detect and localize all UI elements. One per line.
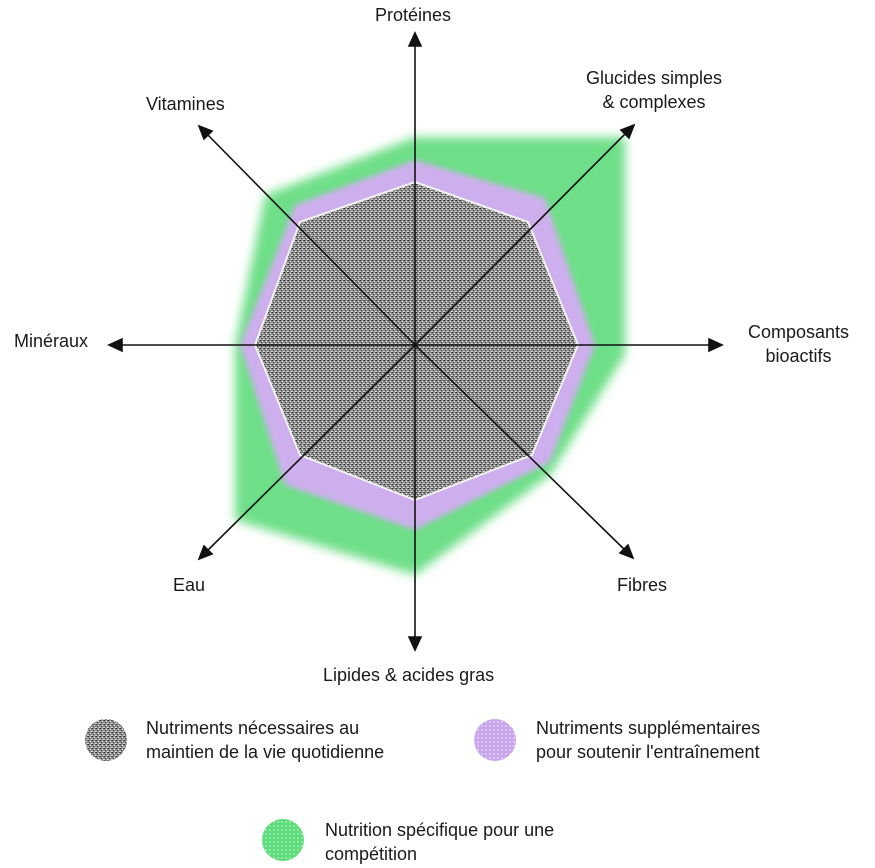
- axis-label-composants: Composants bioactifs: [748, 322, 850, 366]
- axis-label-eau: Eau: [173, 575, 206, 595]
- legend-swatch-competition: [262, 819, 304, 861]
- axis-line-glucides: [414, 129, 630, 346]
- axes-group: [107, 31, 724, 652]
- arrowhead-icon: [197, 124, 214, 141]
- legend-swatches: [85, 719, 516, 861]
- axis-label-mineraux: Minéraux: [14, 331, 89, 351]
- axis-label-fibres: Fibres: [617, 575, 668, 595]
- arrowhead-icon: [107, 337, 123, 353]
- arrowhead-icon: [618, 543, 635, 560]
- arrowhead-icon: [407, 636, 423, 652]
- arrowhead-icon: [407, 31, 423, 47]
- axis-label-glucides: Glucides simples & complexes: [586, 68, 723, 112]
- legend-swatch-daily: [85, 719, 127, 761]
- legend-swatch-training: [474, 719, 516, 761]
- axis-line-fibres: [414, 344, 629, 554]
- legend-label-training: Nutriments supplémentaires pour soutenir…: [536, 718, 761, 762]
- arrowhead-icon: [197, 544, 214, 561]
- arrowhead-icon: [708, 337, 724, 353]
- legend-label-daily: Nutriments nécessaires au maintien de la…: [146, 718, 385, 762]
- axis-line-eau: [203, 344, 416, 555]
- axis-label-proteines: Protéines: [375, 5, 452, 25]
- axis-label-vitamines: Vitamines: [146, 94, 225, 114]
- axis-label-lipides: Lipides & acides gras: [323, 665, 495, 685]
- legend-label-competition: Nutrition spécifique pour une compétitio…: [325, 820, 555, 864]
- arrowhead-icon: [619, 123, 636, 140]
- axis-line-vitamines: [203, 130, 416, 346]
